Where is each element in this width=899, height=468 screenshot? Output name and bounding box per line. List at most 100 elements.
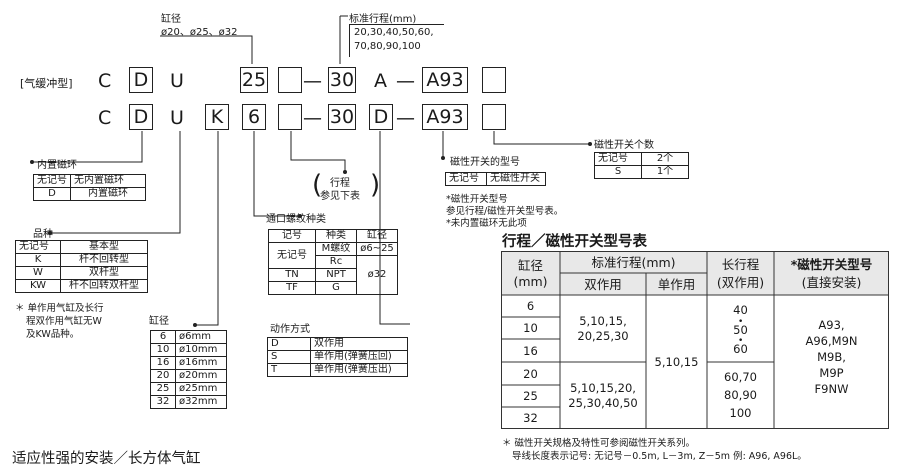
- r1-dash1: —: [303, 70, 322, 92]
- magnet-desc: 内置磁环: [70, 187, 146, 201]
- h-sw1: *磁性开关型号: [790, 257, 873, 272]
- bore-row: 25: [523, 389, 538, 403]
- r1-bore: 25: [240, 67, 268, 93]
- bore-row: 6: [526, 299, 535, 313]
- bottom-section-title: 适应性强的安装／长方体气缸: [12, 451, 201, 467]
- bore-size: ø10mm: [175, 343, 227, 357]
- variety-label: 品种: [33, 229, 53, 240]
- magnet-leader-line: [32, 131, 143, 163]
- top-stroke-label: 标准行程(mm): [349, 14, 417, 25]
- sw-2: A96,M9N: [805, 334, 858, 348]
- top-stroke-box: [349, 24, 444, 57]
- r1-c: C: [98, 70, 112, 92]
- variety-code: K: [15, 253, 61, 267]
- bore-size: ø16mm: [175, 356, 227, 370]
- top-bore-label: 缸径: [161, 14, 181, 25]
- variety-note1: ＊ 单作用气缸及长行: [15, 303, 104, 314]
- action-label: 动作方式: [270, 324, 310, 335]
- variety-desc: 基本型: [60, 240, 148, 254]
- big-table-title: 行程／磁性开关型号表: [502, 234, 647, 250]
- stroke-ref-leader-line: [290, 131, 346, 172]
- footnote-line2: 导线长度表示记号: 无记号－0.5m, L－3m, Z－5m 例: A96, A…: [512, 451, 807, 462]
- h-double: 双作用: [584, 277, 622, 292]
- r1-stroke: 30: [328, 67, 356, 93]
- bore-size: ø25mm: [175, 382, 227, 396]
- h-sw2: (直接安装): [801, 275, 862, 290]
- variety-desc: 杆不回转型: [60, 253, 148, 267]
- port-code-tf: TF: [268, 281, 316, 295]
- stroke-ref-rparen: ): [370, 170, 381, 200]
- r2-d: D: [129, 104, 153, 130]
- bore-code: 32: [150, 395, 176, 409]
- port-type-g: G: [315, 281, 357, 295]
- switch-count-leader-line: [493, 131, 590, 145]
- magnet-desc: 无内置磁环: [70, 174, 146, 188]
- switch-type-note2: 参见行程/磁性开关型号表。: [446, 206, 564, 217]
- long-large-3: 100: [729, 406, 752, 420]
- r1-empty-box: [278, 67, 302, 93]
- variety-code: KW: [15, 279, 61, 293]
- switch-count-label: 磁性开关个数: [594, 140, 654, 151]
- r2-k: K: [205, 104, 229, 130]
- bore-code: 16: [150, 356, 176, 370]
- r2-dash2: —: [396, 107, 415, 129]
- sw-1: A93,: [818, 318, 845, 332]
- variety-note2: 程双作用气缸无W: [26, 316, 102, 327]
- magnet-code: D: [33, 187, 71, 201]
- r1-dash2: —: [396, 70, 415, 92]
- h-long1: 长行程: [721, 257, 760, 272]
- stroke-ref-line2: 参见下表: [320, 191, 360, 202]
- h-std: 标准行程(mm): [591, 255, 676, 270]
- variety-code: 无记号: [15, 240, 61, 254]
- port-bore-m: ø6~25: [356, 242, 398, 256]
- air-cushion-prefix: [气缓冲型]: [20, 77, 73, 90]
- switch-count-qty: 2个: [641, 152, 689, 166]
- r2-count-box: [482, 104, 506, 130]
- dot-icon: •: [738, 317, 744, 327]
- double-large-1: 5,10,15,20,: [570, 381, 636, 395]
- r1-count-box: [482, 67, 506, 93]
- port-code-tn: TN: [268, 268, 316, 282]
- h-single: 单作用: [657, 277, 696, 292]
- action-leader-line: [379, 131, 410, 325]
- port-code-none: 无记号: [268, 242, 316, 269]
- r2-six: 6: [242, 104, 266, 130]
- long-large-2: 80,90: [724, 388, 757, 402]
- r2-empty-box: [278, 104, 302, 130]
- sw-3: M9B,: [817, 350, 846, 364]
- r1-u: U: [170, 70, 184, 92]
- bore-leader-line: [160, 35, 253, 64]
- r2-dash1: —: [303, 107, 322, 129]
- port-header-code: 记号: [268, 229, 316, 243]
- top-stroke-line1: 20,30,40,50,60,: [354, 27, 434, 38]
- variety-code: W: [15, 266, 61, 280]
- bore-row: 32: [523, 411, 538, 425]
- long-large-1: 60,70: [724, 370, 757, 384]
- variety-desc: 杆不回转双杆型: [60, 279, 148, 293]
- double-small-1: 5,10,15,: [579, 314, 627, 328]
- bore-table-label: 缸径: [149, 316, 169, 327]
- switch-type-desc: 无磁性开关: [486, 172, 546, 186]
- r1-switch: A93: [422, 67, 468, 93]
- top-bore-values: ø20、ø25、ø32: [161, 27, 238, 38]
- port-leader-line: [253, 131, 300, 217]
- magnet-label: 内置磁环: [37, 160, 77, 171]
- action-desc: 单作用(弹簧压回): [310, 350, 408, 364]
- single-strokes: 5,10,15: [654, 355, 699, 369]
- port-type-rc: Rc: [315, 255, 357, 269]
- bore-table-leader-line: [195, 131, 219, 326]
- switch-type-code: 无记号: [445, 172, 487, 186]
- long-small-3: 60: [733, 342, 748, 356]
- long-small-2: 50: [733, 323, 748, 337]
- bore-code: 25: [150, 382, 176, 396]
- variety-note3: 及KW品种。: [26, 329, 80, 340]
- switch-type-note1: *磁性开关型号: [446, 194, 508, 205]
- bore-code: 6: [150, 330, 176, 344]
- action-code: S: [267, 350, 311, 364]
